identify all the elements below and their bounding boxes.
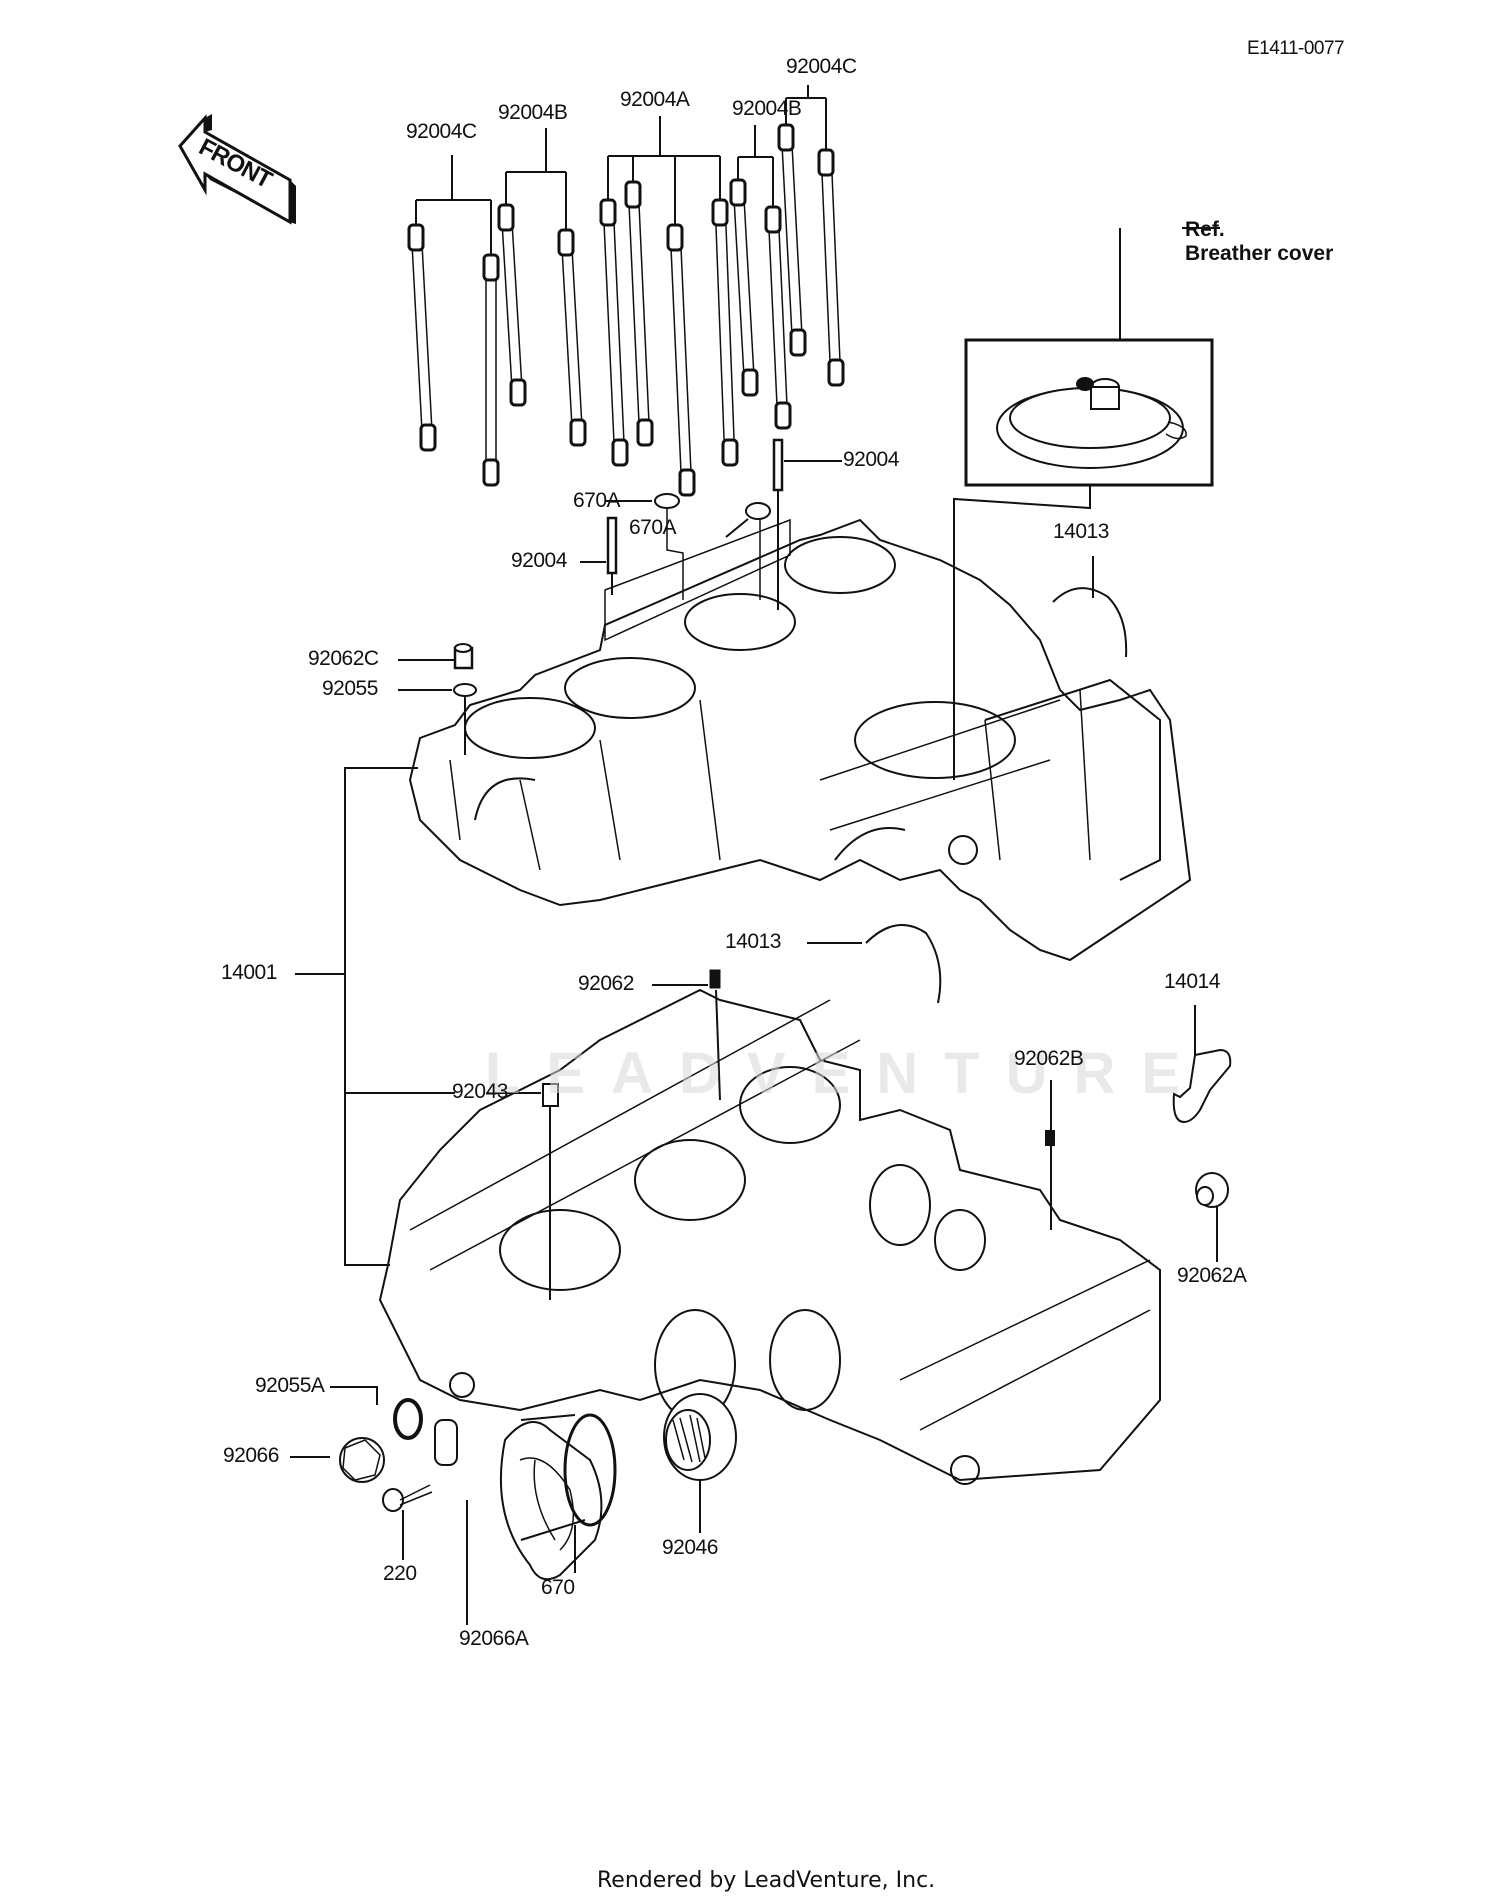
callout-92004C[interactable]: 92004C (406, 120, 477, 143)
callout-92004B[interactable]: 92004B (732, 97, 802, 120)
stud-shaft (485, 255, 497, 485)
callout-14001[interactable]: 14001 (221, 961, 277, 984)
stud-thread (569, 418, 587, 447)
callout-92055A[interactable]: 92055A (255, 1374, 325, 1397)
stud-thread (817, 148, 835, 177)
reference-name: Breather cover (1185, 242, 1334, 265)
stud-thread (599, 198, 617, 227)
stud-thread (407, 223, 425, 252)
stud-thread (678, 468, 696, 497)
stud-thread (764, 205, 782, 234)
stud-shaft (820, 149, 842, 386)
stud-shaft (732, 179, 756, 396)
callout-670A[interactable]: 670A (629, 516, 677, 539)
plug-92062B (1045, 1130, 1055, 1146)
callout-92004[interactable]: 92004 (511, 549, 567, 572)
cylinder-studs (407, 123, 845, 497)
callout-92004[interactable]: 92004 (843, 448, 899, 471)
stud-thread (624, 180, 642, 209)
stud-shaft (500, 204, 524, 406)
stud-shaft (767, 206, 789, 429)
stud-thread (419, 423, 437, 452)
callout-92043[interactable]: 92043 (452, 1080, 508, 1103)
callout-14014[interactable]: 14014 (1164, 970, 1220, 993)
callout-92062[interactable]: 92062 (578, 972, 634, 995)
stud-shaft (410, 224, 434, 451)
lower-crankcase (378, 988, 1161, 1485)
callout-14013[interactable]: 14013 (1053, 520, 1109, 543)
stud-thread (774, 401, 792, 430)
stud-thread (611, 438, 629, 467)
callout-670[interactable]: 670 (541, 1576, 575, 1599)
callout-92004A[interactable]: 92004A (620, 88, 690, 111)
stud-thread (729, 178, 747, 207)
callout-92062A[interactable]: 92062A (1177, 1264, 1247, 1287)
breather-cover-box (953, 227, 1220, 780)
callout-92004B[interactable]: 92004B (498, 101, 568, 124)
stud-leader-lines (415, 85, 827, 255)
stud-shaft (669, 224, 693, 496)
stud-thread (636, 418, 654, 447)
bearing-shell-14013-upper (1052, 587, 1128, 658)
stud-shaft (602, 199, 626, 466)
stud-thread (711, 198, 729, 227)
front-arrow-icon (178, 114, 296, 225)
watermark: LEADVENTURE (485, 1041, 1207, 1106)
footer-credit: Rendered by LeadVenture, Inc. (597, 1868, 936, 1893)
stud-thread (482, 458, 500, 487)
callout-92062B[interactable]: 92062B (1014, 1047, 1084, 1070)
reference-note: Ref. Breather cover (1185, 218, 1333, 266)
leader-14001 (295, 767, 455, 1266)
stud-shaft (627, 181, 651, 446)
callout-14013[interactable]: 14013 (725, 930, 781, 953)
upper-crankcase (408, 518, 1192, 962)
callout-92055[interactable]: 92055 (322, 677, 378, 700)
diagram-code: E1411-0077 (1247, 38, 1345, 59)
stud-shaft (780, 124, 804, 356)
bracket-14014 (1172, 1048, 1232, 1124)
plug-92062C (398, 643, 477, 755)
callout-220[interactable]: 220 (383, 1562, 417, 1585)
stud-thread (789, 328, 807, 357)
stud-thread (482, 253, 500, 282)
callout-92046[interactable]: 92046 (662, 1536, 718, 1559)
reference-prefix: Ref. (1185, 218, 1225, 241)
stud-thread (741, 368, 759, 397)
stud-thread (557, 228, 575, 257)
stud-shaft (560, 229, 584, 446)
stud-thread (509, 378, 527, 407)
bottom-parts (290, 1386, 737, 1625)
callout-92066[interactable]: 92066 (223, 1444, 279, 1467)
bearing-shell-14013-lower (865, 924, 942, 1004)
stud-thread (777, 123, 795, 152)
plug-92062A (1195, 1172, 1229, 1262)
callout-92004C[interactable]: 92004C (786, 55, 857, 78)
callout-670A[interactable]: 670A (573, 489, 621, 512)
plug-92062 (709, 969, 721, 989)
washers-670A (605, 493, 771, 600)
stud-thread (721, 438, 739, 467)
stud-shaft (714, 199, 736, 466)
stud-thread (666, 223, 684, 252)
callout-92066A[interactable]: 92066A (459, 1627, 529, 1650)
stud-thread (497, 203, 515, 232)
callout-92062C[interactable]: 92062C (308, 647, 379, 670)
stud-thread (827, 358, 845, 387)
